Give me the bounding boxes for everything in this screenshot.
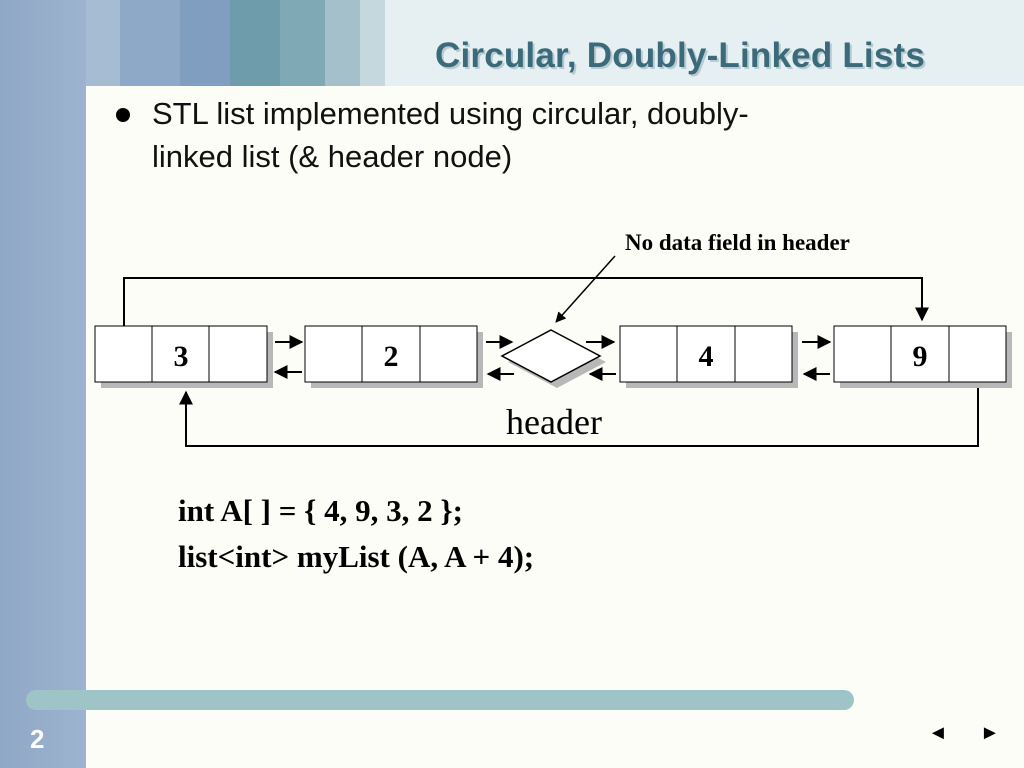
bullet-text-line: linked list (& header node) [152,139,513,174]
next-slide-button[interactable]: ► [980,722,1000,744]
top-decor-band [86,0,120,86]
wrap-arrow-bottom [179,382,979,447]
code-line: int A[ ] = { 4, 9, 3, 2 }; [178,493,463,528]
bullet-text: STL list implemented using circular, dou… [152,92,932,178]
prev-slide-button[interactable]: ◄ [928,722,948,744]
slide-title: Circular, Doubly-Linked Lists [434,36,926,75]
list-node: 4 [619,325,798,388]
annotation-pointer-arrow [555,255,616,323]
slide-content-panel [86,86,1024,768]
list-node: 9 [833,325,1012,388]
node-value: 3 [174,340,189,373]
bullet-dot-icon [116,108,130,122]
bullet-text-line: STL list implemented using circular, dou… [152,96,749,131]
list-node: 2 [304,325,483,388]
node-value: 2 [384,340,399,373]
code-line: list<int> myList (A, A + 4); [178,539,535,574]
node-value: 9 [913,340,928,373]
top-decor-band [360,0,385,86]
page-number: 2 [30,724,45,754]
node-value: 4 [699,340,714,373]
top-decor-band [230,0,280,86]
wrap-arrow-top [123,277,929,326]
top-decor-band [325,0,360,86]
header-label: header [506,402,602,442]
top-decor-band [280,0,325,86]
top-decor-band [120,0,180,86]
header-node [500,329,606,388]
bottom-decor-bar [26,690,854,710]
left-decor-bar [0,0,86,768]
annotation-label: No data field in header [625,230,850,255]
list-node: 3 [94,325,273,388]
top-decor-band [180,0,230,86]
code-block: int A[ ] = { 4, 9, 3, 2 }; list<int> myL… [178,488,534,580]
top-decor-band [385,0,1024,86]
